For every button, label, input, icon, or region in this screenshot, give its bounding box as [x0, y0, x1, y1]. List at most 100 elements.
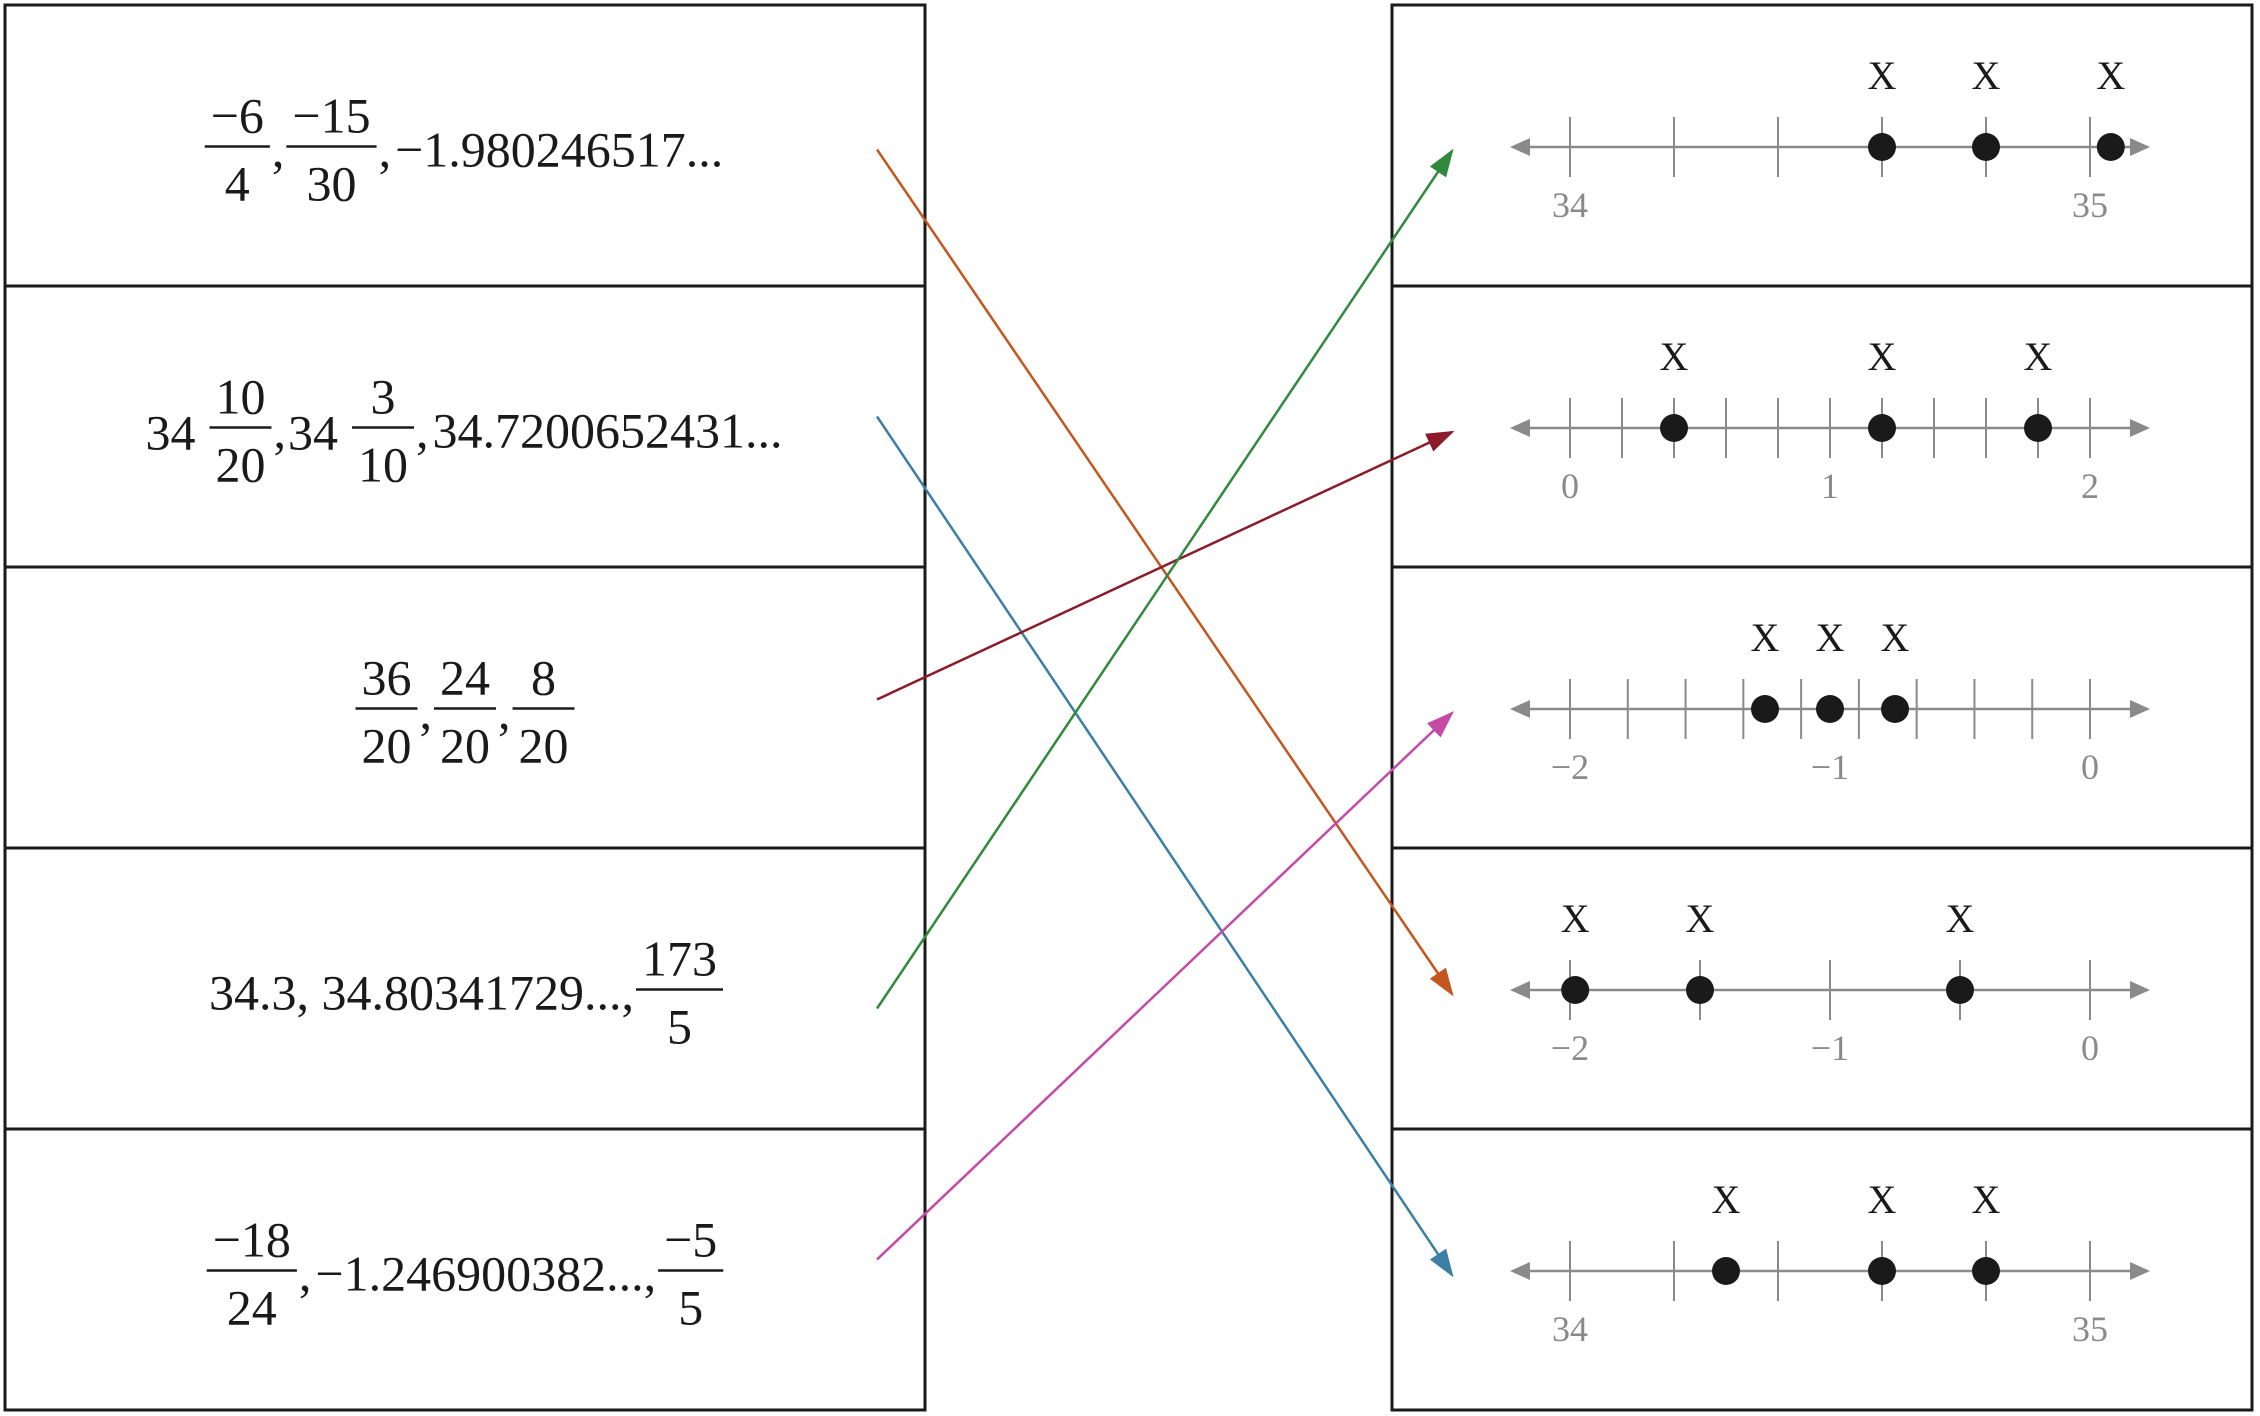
x-mark: X: [1561, 896, 1590, 941]
numerator: 36: [362, 650, 412, 706]
mixed-number: 34 10 20: [146, 369, 272, 493]
numerator: −6: [211, 88, 264, 144]
numerator: 10: [216, 369, 266, 425]
denominator: 20: [216, 437, 266, 493]
tick-label: 35: [2072, 185, 2108, 225]
denominator: 4: [225, 156, 250, 212]
data-point: [1561, 976, 1590, 1004]
x-mark: X: [1868, 1177, 1897, 1222]
denominator: 30: [307, 156, 357, 212]
x-mark: X: [1972, 1177, 2001, 1222]
denominator: 10: [358, 437, 408, 493]
data-point: [1660, 414, 1688, 442]
separator: ,: [379, 122, 392, 178]
denominator: 24: [227, 1280, 277, 1336]
x-mark: X: [2024, 334, 2053, 379]
card-border: [1390, 846, 2254, 1131]
numerator: 8: [531, 650, 556, 706]
data-point: [1816, 695, 1844, 723]
data-point: [2096, 133, 2125, 161]
data-point: [1868, 1257, 1896, 1285]
mixed-number: 34 3 10: [288, 369, 414, 493]
axis-arrow-right-icon: [2130, 981, 2150, 999]
tick-label: 35: [2072, 1309, 2108, 1349]
axis-arrow-right-icon: [2130, 419, 2150, 437]
expression-text: −1.980246517...: [395, 122, 723, 178]
fraction: −64: [204, 88, 270, 212]
separator: ,: [420, 684, 433, 740]
whole-part: 34: [288, 405, 338, 461]
tick-label: −2: [1551, 1028, 1589, 1068]
connection-arrow: [876, 430, 1455, 701]
numerator: 3: [371, 369, 396, 425]
expression-text: −1.246900382...,: [315, 1246, 656, 1302]
tick-label: −1: [1811, 1028, 1849, 1068]
axis-arrow-right-icon: [2130, 700, 2150, 718]
data-point: [1868, 414, 1896, 442]
numerator: 24: [440, 650, 490, 706]
axis-arrow-left-icon: [1510, 981, 1530, 999]
x-mark: X: [2096, 53, 2125, 98]
tick-label: 0: [1561, 466, 1579, 506]
connection-arrow: [876, 711, 1455, 1261]
x-mark: X: [1972, 53, 2001, 98]
card-border: [3, 846, 927, 1131]
connection-arrow: [875, 415, 1454, 1278]
denominator: 5: [667, 999, 692, 1055]
tick-label: −2: [1551, 747, 1589, 787]
card-border: [3, 284, 927, 569]
data-point: [1868, 133, 1896, 161]
x-mark: X: [1686, 896, 1715, 941]
x-mark: X: [1751, 615, 1780, 660]
expression-text: 34.3, 34.80341729...,: [209, 965, 634, 1021]
x-mark: X: [1868, 53, 1897, 98]
connection-arrow: [875, 148, 1454, 1010]
card-border: [3, 1127, 927, 1412]
tick-label: 34: [1552, 185, 1588, 225]
data-point: [1946, 976, 1974, 1004]
x-mark: X: [1660, 334, 1689, 379]
denominator: 5: [678, 1280, 703, 1336]
whole-part: 34: [146, 405, 196, 461]
data-point: [1972, 133, 2000, 161]
data-point: [1686, 976, 1714, 1004]
numerator: −15: [292, 88, 370, 144]
fraction: 820: [512, 650, 575, 774]
card-border: [3, 3, 927, 288]
card-border: [1390, 1127, 2254, 1412]
axis-arrow-right-icon: [2130, 1262, 2150, 1280]
connection-arrows: [875, 148, 1455, 1278]
axis-arrow-left-icon: [1510, 138, 1530, 156]
denominator: 20: [362, 718, 412, 774]
tick-label: 0: [2081, 747, 2099, 787]
tick-label: 2: [2081, 466, 2099, 506]
denominator: 20: [519, 718, 569, 774]
connection-arrow: [875, 148, 1454, 997]
denominator: 20: [440, 718, 490, 774]
separator: ,: [272, 122, 285, 178]
numerator: −18: [213, 1212, 291, 1268]
data-point: [1881, 695, 1909, 723]
x-mark: X: [1946, 896, 1975, 941]
x-mark: X: [1816, 615, 1845, 660]
axis-arrow-left-icon: [1510, 1262, 1530, 1280]
axis-arrow-left-icon: [1510, 700, 1530, 718]
numerator: 173: [642, 931, 717, 987]
axis-arrow-left-icon: [1510, 419, 1530, 437]
